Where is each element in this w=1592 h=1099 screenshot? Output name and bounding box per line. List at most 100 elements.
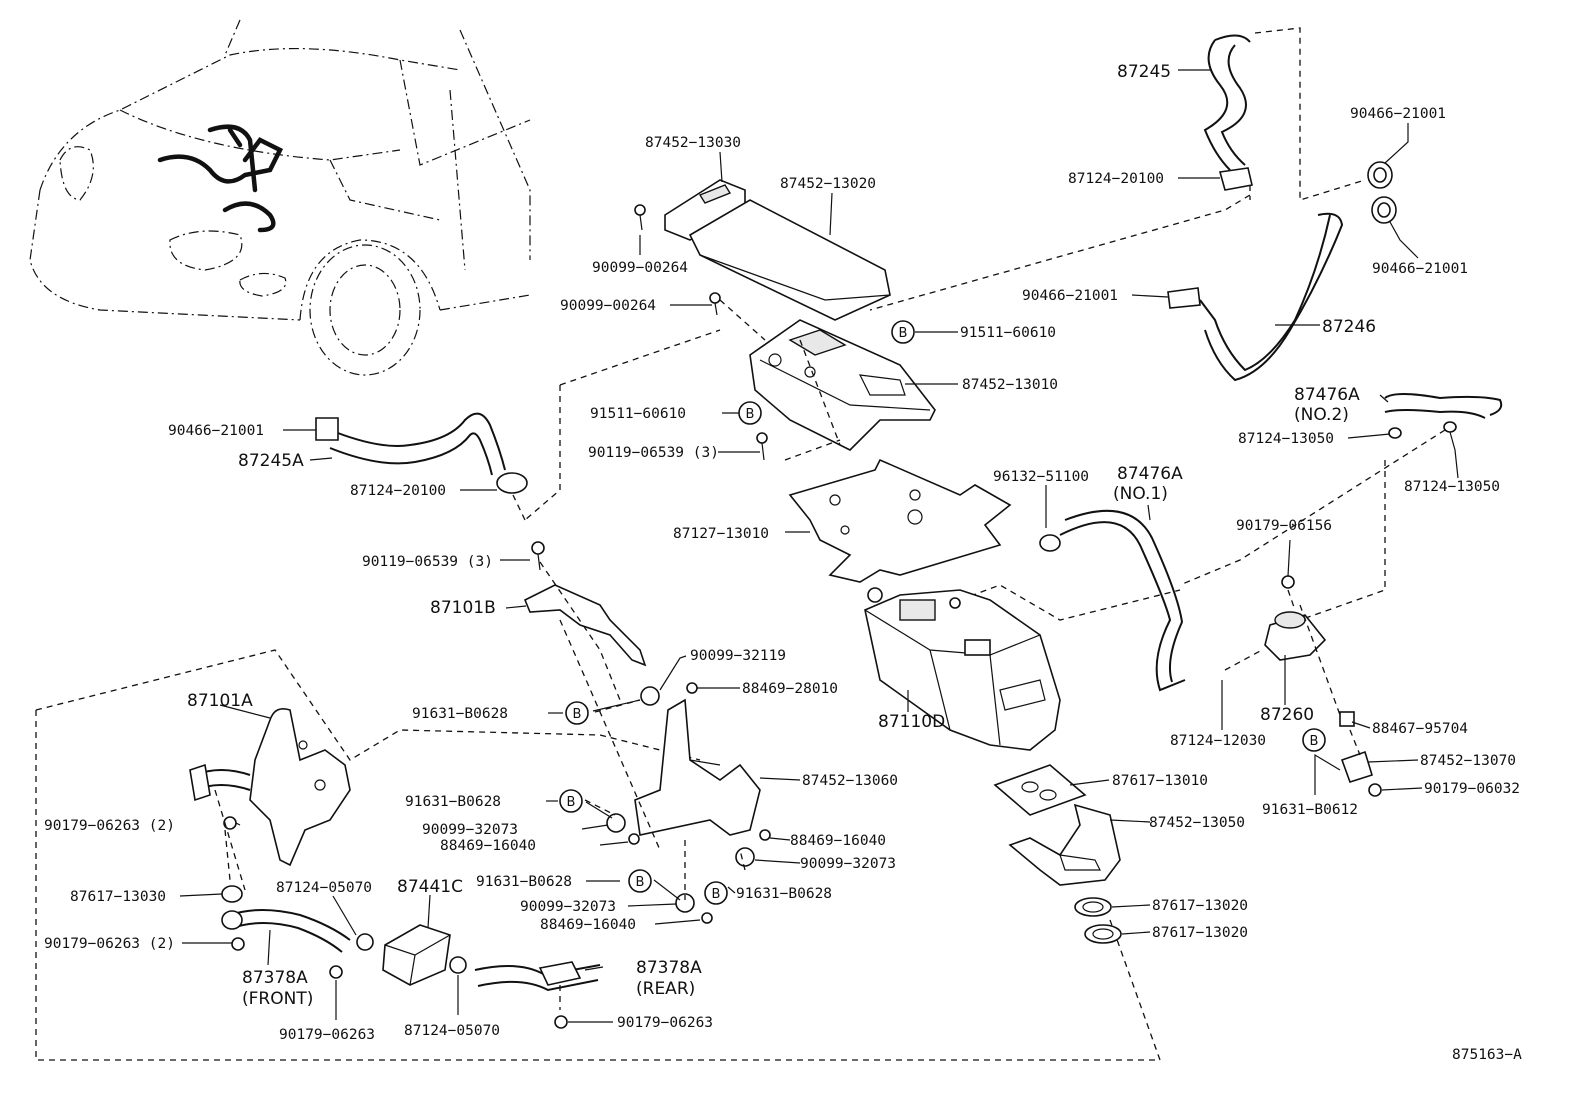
label-90119-06539-b: 90119−06539 (3) xyxy=(362,554,493,570)
label-87245A: 87245A xyxy=(238,451,304,471)
bracket-87452-13010 xyxy=(749,319,936,451)
label-87617-13030: 87617−13030 xyxy=(70,889,166,905)
vehicle-outline xyxy=(29,19,531,376)
assembly-dashes xyxy=(214,185,1361,1010)
label-87452-13050: 87452−13050 xyxy=(1149,815,1245,831)
figure-code: 875163−A xyxy=(1452,1047,1522,1063)
label-87476A-no2-sub: (NO.2) xyxy=(1294,405,1349,425)
gaskets-87617-13020 xyxy=(1074,897,1122,944)
label-87124-13050-a: 87124−13050 xyxy=(1238,431,1334,447)
label-88467-95704: 88467−95704 xyxy=(1372,721,1468,737)
callout-b-6: B xyxy=(704,881,728,905)
hose-87476A-no1 xyxy=(1039,509,1186,692)
svg-text:B: B xyxy=(746,407,755,422)
svg-text:B: B xyxy=(573,707,582,722)
label-90099-32073-c: 90099−32073 xyxy=(520,899,616,915)
label-90099-32073-a: 90099−32073 xyxy=(422,822,518,838)
insulator-87127-13010 xyxy=(788,458,1012,583)
label-87124-20100-b: 87124−20100 xyxy=(350,483,446,499)
label-90179-06156: 90179−06156 xyxy=(1236,518,1332,534)
label-87124-05070-b: 87124−05070 xyxy=(404,1023,500,1039)
label-90466-21001-a: 90466−21001 xyxy=(1350,106,1446,122)
label-87617-13010: 87617−13010 xyxy=(1112,773,1208,789)
grommets-90099-32073 xyxy=(606,682,771,924)
label-87124-13050-b: 87124−13050 xyxy=(1404,479,1500,495)
nut-90179-06263-b xyxy=(329,965,343,979)
hose-87476A-no2 xyxy=(1384,393,1503,439)
label-88469-16040-c: 88469−16040 xyxy=(540,917,636,933)
label-91631-B0612: 91631−B0612 xyxy=(1262,802,1358,818)
callout-b-1: B xyxy=(891,320,915,344)
vsv-87260 xyxy=(1264,575,1382,797)
label-87245: 87245 xyxy=(1117,62,1171,82)
callout-b-7: B xyxy=(1302,728,1326,752)
callout-b-2: B xyxy=(738,401,762,425)
label-90466-21001-d: 90466−21001 xyxy=(168,423,264,439)
svg-text:B: B xyxy=(636,875,645,890)
nut-90179-06263-c xyxy=(554,1015,568,1029)
label-87260: 87260 xyxy=(1260,705,1314,725)
hose-87245A xyxy=(315,412,528,494)
label-91631-B0628-d: 91631−B0628 xyxy=(736,886,832,902)
callout-b-circles: B B B B B B B xyxy=(559,320,1326,905)
clamp-90466-pair xyxy=(1367,161,1397,224)
hose-87246 xyxy=(1167,212,1344,382)
label-91511-60610-a: 91511−60610 xyxy=(960,325,1056,341)
callout-b-5: B xyxy=(628,869,652,893)
label-90179-06263-2-a: 90179−06263 (2) xyxy=(44,818,175,834)
pipe-87378A-rear xyxy=(474,961,601,992)
bracket-87101A xyxy=(189,707,351,867)
label-90179-06263-2-b: 90179−06263 (2) xyxy=(44,936,175,952)
label-87378A-rear-sub: (REAR) xyxy=(636,979,695,999)
label-91631-B0628-b: 91631−B0628 xyxy=(405,794,501,810)
label-87101B: 87101B xyxy=(430,598,496,618)
label-87127-13010: 87127−13010 xyxy=(673,526,769,542)
gasket-87617-13010 xyxy=(993,764,1087,816)
svg-text:B: B xyxy=(712,887,721,902)
hose-87245 xyxy=(1203,34,1253,191)
label-87452-13030: 87452−13030 xyxy=(645,135,741,151)
callout-b-3: B xyxy=(565,701,589,725)
label-87476A-no1: 87476A xyxy=(1117,464,1183,484)
label-90466-21001-c: 90466−21001 xyxy=(1022,288,1118,304)
svg-text:B: B xyxy=(567,795,576,810)
label-87476A-no2: 87476A xyxy=(1294,385,1360,405)
label-90099-00264-a: 90099−00264 xyxy=(592,260,688,276)
label-90099-32073-b: 90099−32073 xyxy=(800,856,896,872)
svg-text:B: B xyxy=(899,326,908,341)
bolts-90099-00264 xyxy=(634,204,721,316)
callout-b-4: B xyxy=(559,789,583,813)
label-90179-06032: 90179−06032 xyxy=(1424,781,1520,797)
label-90099-32119: 90099−32119 xyxy=(690,648,786,664)
label-90099-00264-b: 90099−00264 xyxy=(560,298,656,314)
svg-text:B: B xyxy=(1310,734,1319,749)
assembly-boundaries xyxy=(35,27,1446,1061)
label-90466-21001-b: 90466−21001 xyxy=(1372,261,1468,277)
part-labels: 87245 90466−21001 87124−20100 90466−2100… xyxy=(44,62,1522,1063)
label-90179-06263-b: 90179−06263 xyxy=(617,1015,713,1031)
label-87378A-front: 87378A xyxy=(242,968,308,988)
filter-87441C xyxy=(382,924,467,986)
label-87101A: 87101A xyxy=(187,691,253,711)
label-90179-06263-a: 90179−06263 xyxy=(279,1027,375,1043)
label-87246: 87246 xyxy=(1322,317,1376,337)
bracket-87452-13050 xyxy=(1008,803,1121,886)
label-96132-51100: 96132−51100 xyxy=(993,469,1089,485)
label-87617-13020-a: 87617−13020 xyxy=(1152,898,1248,914)
bracket-87101B xyxy=(523,584,647,667)
label-87452-13070: 87452−13070 xyxy=(1420,753,1516,769)
label-87452-13010: 87452−13010 xyxy=(962,377,1058,393)
label-87124-20100-a: 87124−20100 xyxy=(1068,171,1164,187)
bracket-87452-13020 xyxy=(688,199,891,321)
label-91631-B0628-a: 91631−B0628 xyxy=(412,706,508,722)
label-87452-13020: 87452−13020 xyxy=(780,176,876,192)
label-91631-B0628-c: 91631−B0628 xyxy=(476,874,572,890)
label-87617-13020-b: 87617−13020 xyxy=(1152,925,1248,941)
label-88469-16040-a: 88469−16040 xyxy=(440,838,536,854)
label-90119-06539-a: 90119−06539 (3) xyxy=(588,445,719,461)
label-87124-12030: 87124−12030 xyxy=(1170,733,1266,749)
bolt-90119-a xyxy=(756,432,768,444)
label-87110D: 87110D xyxy=(878,712,945,732)
label-91511-60610-b: 91511−60610 xyxy=(590,406,686,422)
